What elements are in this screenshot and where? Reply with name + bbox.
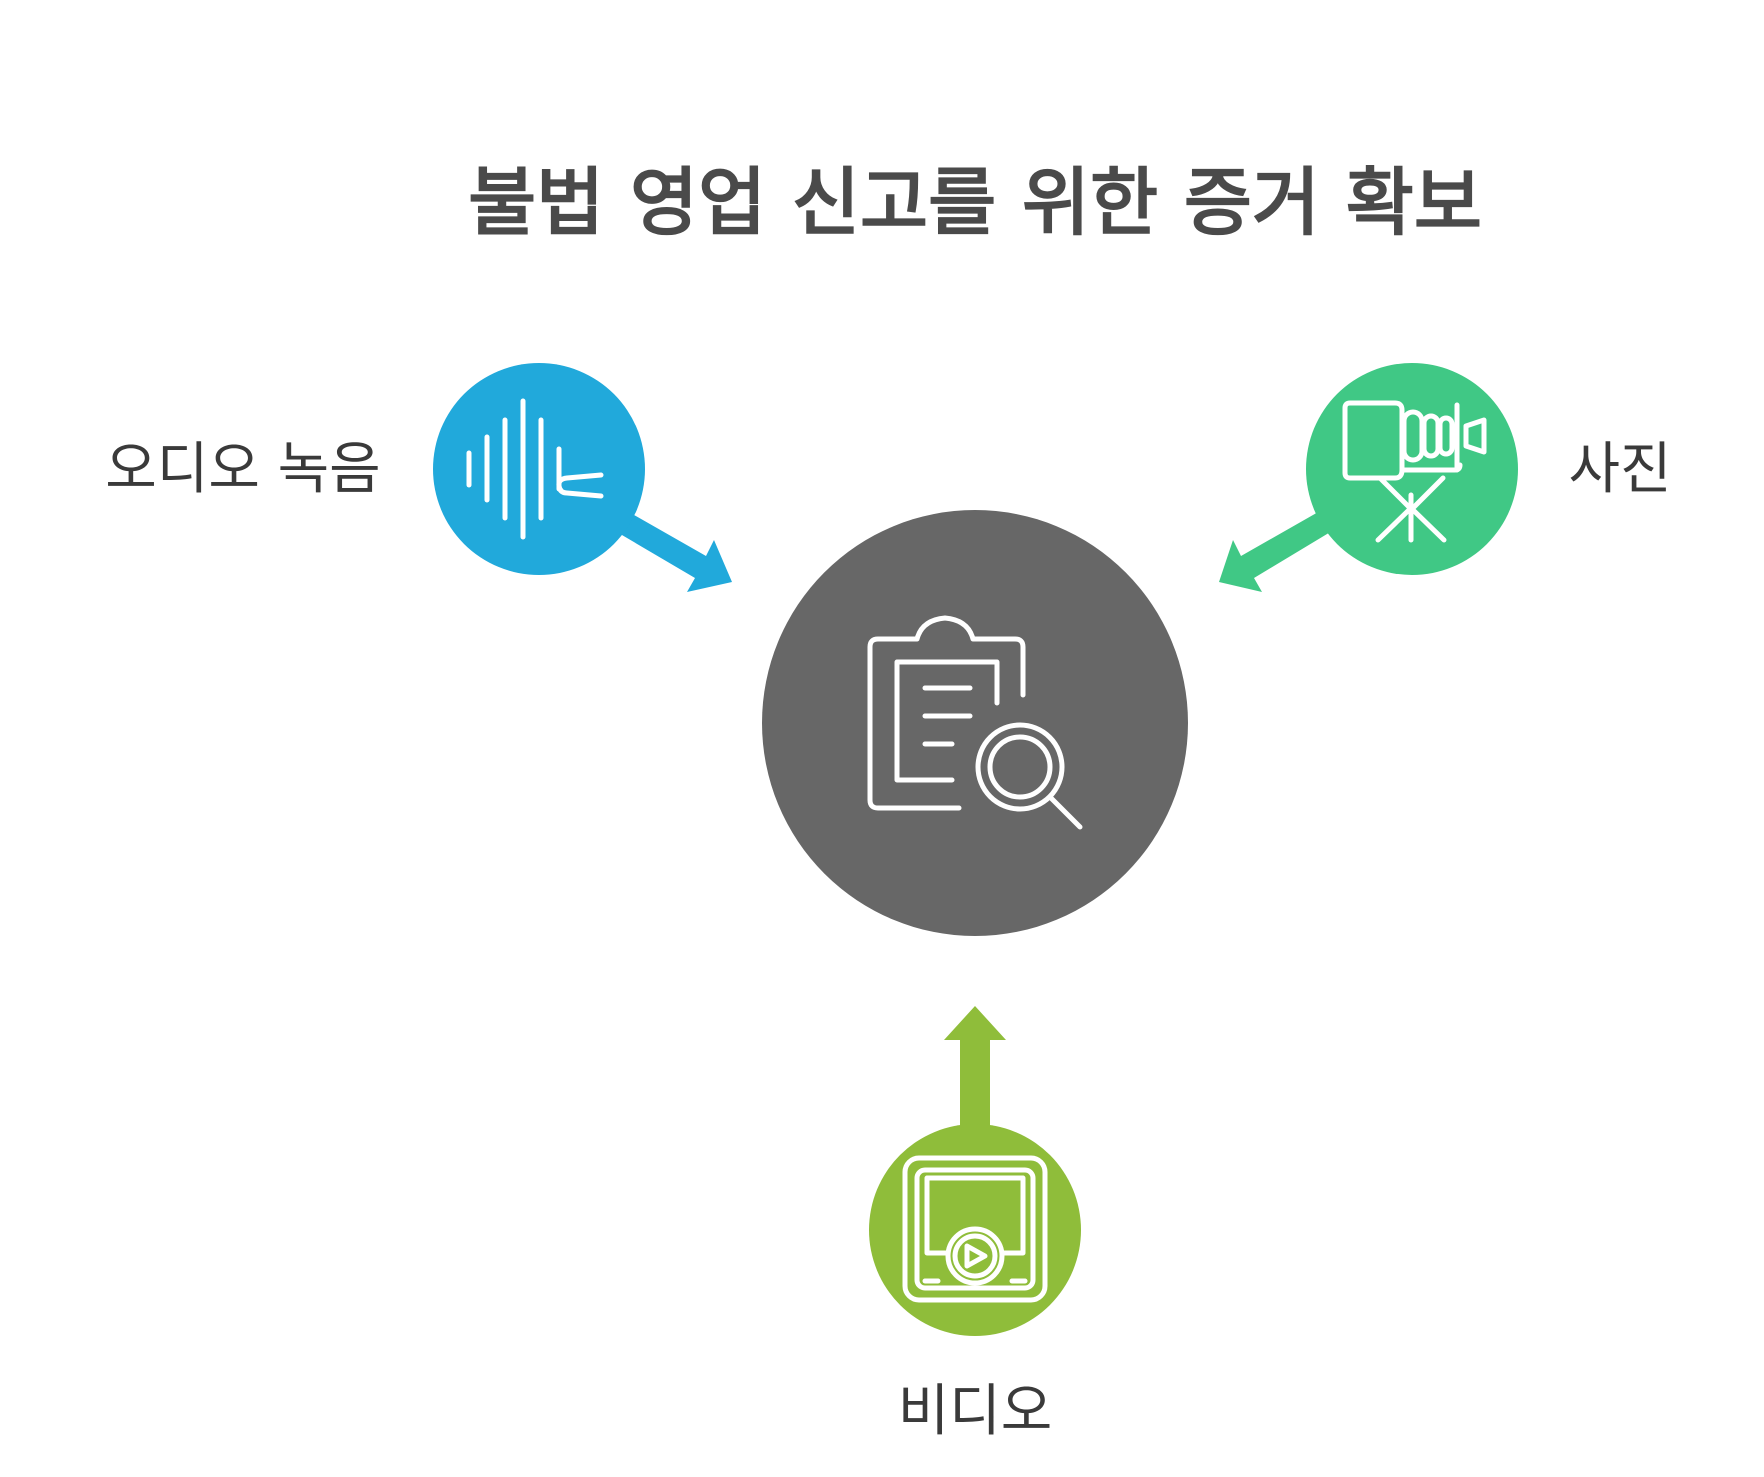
audio-node: 오디오 녹음 [105,363,732,592]
center-node [762,510,1188,936]
video-player-icon [902,1155,1048,1303]
video-connector [944,1006,1006,1128]
audio-label: 오디오 녹음 [105,437,380,502]
clipboard-search-icon [867,615,1083,830]
camera-tripod-icon [1342,400,1487,543]
photo-label: 사진 [1568,437,1671,502]
video-label: 비디오 [898,1379,1053,1444]
audio-connector [610,507,732,592]
page-title: 불법 영업 신고를 위한 증거 확보 [468,160,1482,246]
photo-node: 사진 [1219,363,1672,592]
photo-connector [1219,507,1337,592]
center-circle [762,510,1188,936]
video-node: 비디오 [869,1006,1081,1444]
sound-wave-icon [466,398,604,540]
